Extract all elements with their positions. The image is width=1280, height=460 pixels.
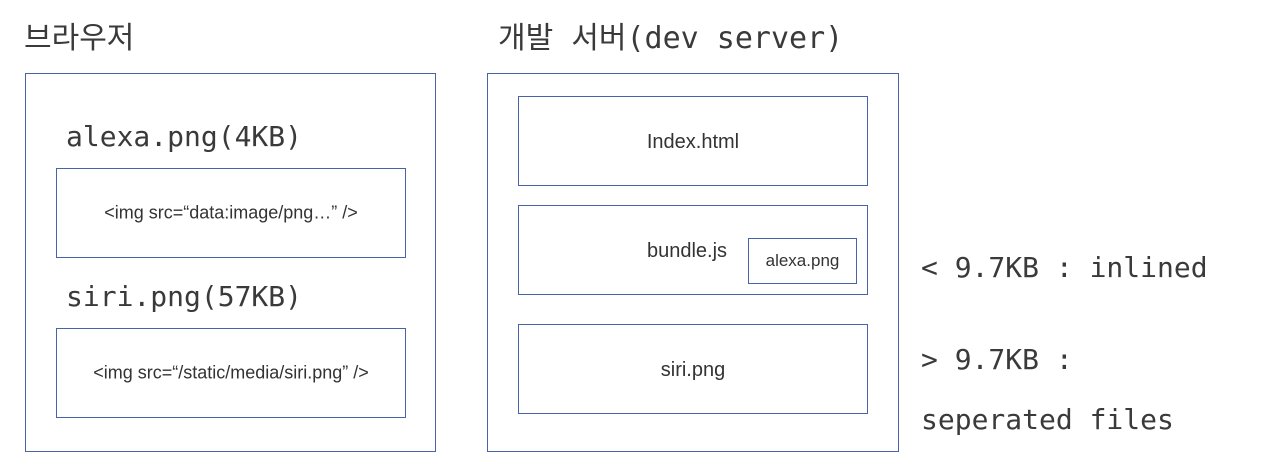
rule-separated-line1: > 9.7KB :	[921, 343, 1073, 376]
browser-title: 브라우저	[24, 21, 135, 56]
dev-server-panel: Index.html bundle.js alexa.png siri.png	[487, 73, 899, 452]
bundle-file-box: bundle.js alexa.png	[518, 205, 868, 295]
siri-label: siri.png(57KB)	[66, 280, 303, 313]
alexa-label: alexa.png(4KB)	[66, 120, 303, 153]
siri-img-tag: <img src=“/static/media/siri.png” />	[93, 362, 369, 383]
index-file-label: Index.html	[646, 131, 740, 153]
browser-panel: alexa.png(4KB) <img src=“data:image/png……	[25, 73, 436, 452]
bundle-inlined-alexa-box: alexa.png	[748, 238, 857, 284]
rule-inlined: < 9.7KB : inlined	[921, 251, 1208, 284]
bundle-inlined-alexa-label: alexa.png	[765, 251, 840, 270]
siri-file-box: siri.png	[518, 324, 868, 414]
bundle-file-label: bundle.js	[647, 240, 728, 262]
index-file-box: Index.html	[518, 96, 868, 186]
siri-file-label: siri.png	[660, 359, 726, 381]
dev-server-title: 개발 서버(dev server)	[498, 21, 844, 56]
alexa-img-tag-box: <img src=“data:image/png…” />	[56, 168, 406, 258]
rule-separated-line2: seperated files	[921, 403, 1174, 436]
alexa-img-tag: <img src=“data:image/png…” />	[104, 202, 358, 223]
siri-img-tag-box: <img src=“/static/media/siri.png” />	[56, 328, 406, 418]
